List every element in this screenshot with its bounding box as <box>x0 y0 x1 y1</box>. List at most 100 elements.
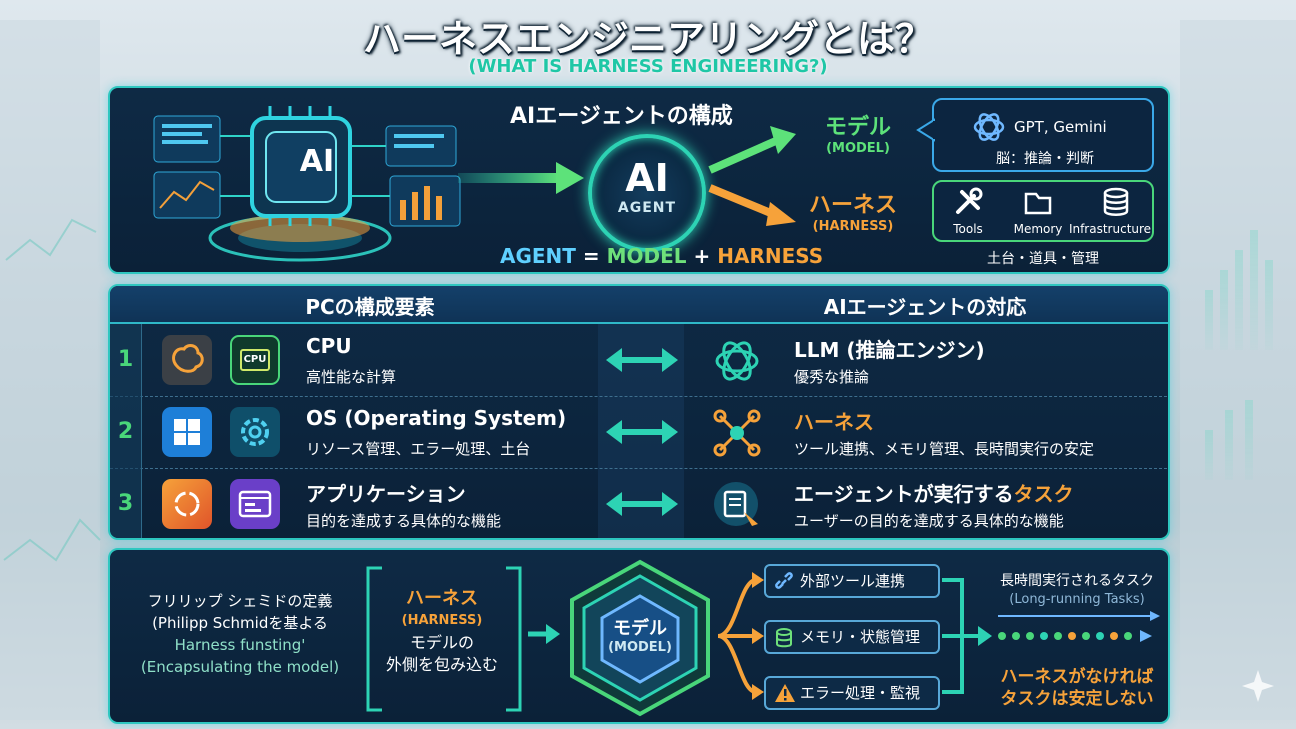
row-divider <box>110 396 1168 397</box>
equation-plus: + <box>693 244 711 268</box>
row-right-title: LLM (推論エンジン) <box>794 338 985 362</box>
row-number: 3 <box>110 468 142 538</box>
app-window-icon <box>230 479 280 529</box>
row-number: 2 <box>110 396 142 468</box>
app-sync-icon <box>162 479 212 529</box>
function-box-error: エラー処理・監視 <box>764 676 940 710</box>
model-description: 脳：推論・判断 <box>996 151 1094 167</box>
agent-label: AGENT <box>617 200 677 216</box>
equation-harness: HARNESS <box>717 244 824 268</box>
agent-composition-heading: AIエージェントの構成 <box>510 104 733 129</box>
tool-caption-infrastructure: Infrastructure <box>1068 222 1152 236</box>
definition-text: フリリップ シェミドの定義 (Philipp Schmidを基よる Harnes… <box>120 590 360 678</box>
long-running-title: 長時間実行されるタスク <box>1000 573 1154 589</box>
link-icon <box>775 572 793 589</box>
bubble-tail <box>916 118 936 142</box>
harness-label: ハーネス (HARNESS) <box>798 194 908 236</box>
row-left-sub: 高性能な計算 <box>306 368 397 386</box>
cpu-chip-icon: CPU <box>230 335 280 385</box>
illustration-ai-label: AI <box>299 144 335 179</box>
bracket-line: 外側を包み込む <box>385 655 498 674</box>
left-column-header: PCの構成要素 <box>305 295 435 319</box>
row-right-sub: ツール連携、メモリ管理、長時間実行の安定 <box>794 440 1095 458</box>
row-number: 1 <box>110 324 142 396</box>
core-sublabel: (MODEL) <box>608 640 672 655</box>
row-right-sub: 優秀な推論 <box>794 368 870 386</box>
gear-icon <box>230 407 280 457</box>
openai-logo-icon <box>973 113 1005 141</box>
row-right-title-accent: タスク <box>1013 482 1074 506</box>
row-right-sub: ユーザーの目的を達成する具体的な機能 <box>794 512 1064 530</box>
pc-analogy-table: PCの構成要素 AIエージェントの対応 1 CPU CPU 高性能な計算 LLM… <box>108 284 1170 540</box>
harness-description: 土台・道具・管理 <box>987 251 1099 267</box>
row-divider <box>110 468 1168 469</box>
function-box-tools: 外部ツール連携 <box>764 564 940 598</box>
model-bubble: GPT, Gemini 脳：推論・判断 <box>932 98 1154 172</box>
definition-line: (Philipp Schmidを基よる <box>152 614 328 632</box>
table-row: 3 アプリケーション 目的を達成する具体的な機能 エージェントが実行するタスク … <box>110 468 1168 538</box>
warning-line: ハーネスがなければ <box>1000 667 1154 687</box>
warning-icon <box>775 684 795 702</box>
warning-message: ハーネスがなければ タスクは安定しない <box>992 666 1162 710</box>
harness-sublabel: (HARNESS) <box>812 219 894 234</box>
task-checklist-icon <box>714 482 758 526</box>
network-hub-icon <box>713 409 761 457</box>
function-label: メモリ・状態管理 <box>800 628 921 646</box>
table-row: 1 CPU CPU 高性能な計算 LLM (推論エンジン) 優秀な推論 <box>110 324 1168 396</box>
row-left-title: アプリケーション <box>306 482 466 506</box>
model-label-text: モデル <box>824 115 891 140</box>
arrow-right-icon <box>528 624 560 644</box>
definition-line: Harness funsting' <box>174 636 306 654</box>
definition-line: (Encapsulating the model) <box>140 658 340 676</box>
bracket-line: モデルの <box>409 633 474 652</box>
right-column-header: AIエージェントの対応 <box>823 295 1027 319</box>
harness-tools-box: Tools Memory Infrastructure <box>932 180 1154 242</box>
tool-caption-memory: Memory <box>1013 222 1063 236</box>
brain-chip-icon <box>162 335 212 385</box>
harness-wrap-text: ハーネス (HARNESS) モデルの 外側を包み込む <box>372 588 512 676</box>
agent-equation: AGENT = MODEL + HARNESS <box>500 244 823 268</box>
model-examples: GPT, Gemini <box>1014 118 1107 136</box>
equation-equals: = <box>582 244 600 268</box>
windows-icon <box>162 407 212 457</box>
agent-composition-panel: AI AIエージェントの構成 AI AGENT AGENT = MODEL + … <box>108 86 1170 274</box>
bracket-frame <box>366 566 522 712</box>
table-row: 2 OS (Operating System) リソース管理、エラー処理、土台 … <box>110 396 1168 468</box>
tool-caption-tools: Tools <box>953 222 983 236</box>
equation-model: MODEL <box>606 244 687 268</box>
warning-line: タスクは安定しない <box>1000 689 1154 709</box>
split-arrows-icon <box>708 126 796 226</box>
double-arrow-icon <box>606 492 678 516</box>
ai-agent-circle: AI AGENT <box>588 134 706 252</box>
double-arrow-icon <box>606 420 678 444</box>
page-subtitle: (WHAT IS HARNESS ENGINEERING?) <box>468 56 828 77</box>
harness-label-text: ハーネス <box>808 193 897 218</box>
row-left-title: OS (Operating System) <box>306 406 567 430</box>
table-header: PCの構成要素 AIエージェントの対応 <box>110 286 1168 324</box>
tools-icon <box>956 187 983 214</box>
row-left-sub: リソース管理、エラー処理、土台 <box>306 440 531 458</box>
ai-chip-illustration <box>153 106 461 262</box>
fan-out-arrows <box>717 572 764 700</box>
cpu-badge-text: CPU <box>240 349 270 371</box>
memory-folder-icon <box>1024 192 1052 215</box>
equation-agent: AGENT <box>500 244 576 268</box>
openai-logo-icon <box>715 341 759 381</box>
row-left-sub: 目的を達成する具体的な機能 <box>306 512 502 530</box>
core-label: モデル (MODEL) <box>590 614 690 655</box>
model-label: モデル (MODEL) <box>815 116 901 158</box>
model-hexagon-core <box>570 559 710 717</box>
merge-arrow <box>942 578 992 694</box>
row-left-title: CPU <box>306 334 352 358</box>
function-label: エラー処理・監視 <box>800 684 921 702</box>
row-right-title-main: エージェントが実行する <box>794 482 1014 506</box>
page-title: ハーネスエンジニアリングとは？ <box>362 17 933 61</box>
agent-ai-text: AI <box>625 156 669 200</box>
harness-definition-panel: フリリップ シェミドの定義 (Philipp Schmidを基よる Harnes… <box>108 548 1170 724</box>
database-icon <box>1103 187 1129 216</box>
task-timeline <box>998 611 1160 642</box>
definition-line: フリリップ シェミドの定義 <box>147 592 333 610</box>
arrow-right-icon <box>458 162 584 194</box>
row-right-title: エージェントが実行するタスク <box>794 478 1074 507</box>
long-running-subtitle: (Long-running Tasks) <box>1009 592 1145 607</box>
